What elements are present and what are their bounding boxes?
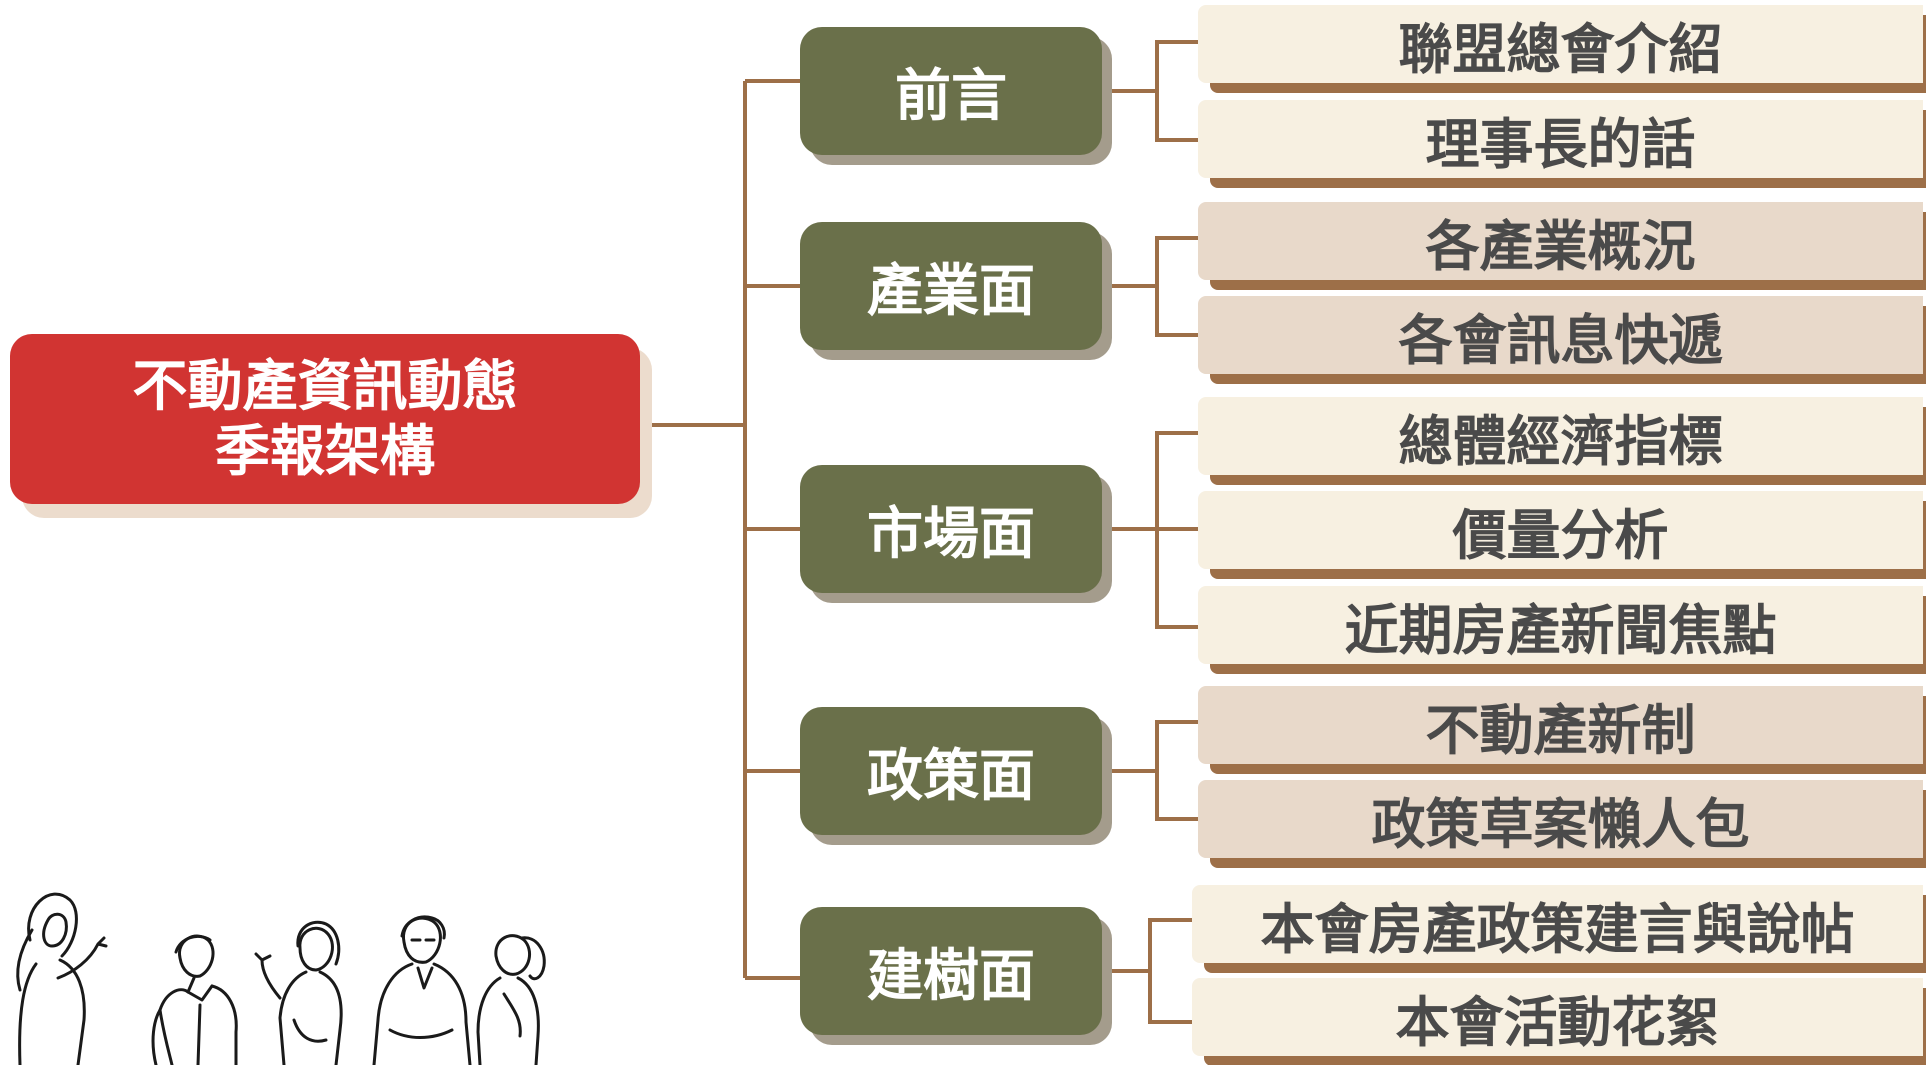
leaf-item: 理事長的話 [1198,100,1923,178]
leaf-label: 理事長的話 [1425,112,1696,176]
leaf-item: 各會訊息快遞 [1198,296,1923,374]
category-label: 政策面 [867,743,1035,809]
category-label: 建樹面 [867,943,1035,1009]
category-industry: 產業面 [800,222,1102,350]
leaf-label: 本會房產政策建言與說帖 [1260,897,1855,961]
category-preface: 前言 [800,27,1102,155]
category-contribution: 建樹面 [800,907,1102,1035]
leaf-item: 總體經濟指標 [1198,397,1923,475]
leaf-label: 本會活動花絮 [1395,990,1720,1054]
leaf-label: 各產業概況 [1425,214,1696,278]
root-title-line2: 季報架構 [214,419,435,483]
leaf-label: 各會訊息快遞 [1398,308,1723,372]
leaf-label: 近期房產新聞焦點 [1344,598,1777,662]
leaf-label: 政策草案懶人包 [1371,792,1750,856]
root-node: 不動產資訊動態 季報架構 [10,334,640,504]
leaf-item: 各產業概況 [1198,202,1923,280]
category-label: 前言 [895,63,1007,129]
category-policy: 政策面 [800,707,1102,835]
root-title-line1: 不動產資訊動態 [132,354,518,419]
leaf-item: 不動產新制 [1198,686,1923,764]
leaf-item: 聯盟總會介紹 [1198,5,1923,83]
category-label: 產業面 [867,258,1035,324]
category-label: 市場面 [867,501,1035,567]
leaf-item: 價量分析 [1198,491,1923,569]
leaf-item: 本會房產政策建言與說帖 [1192,885,1923,963]
leaf-label: 聯盟總會介紹 [1398,17,1723,81]
leaf-item: 本會活動花絮 [1192,978,1923,1056]
leaf-item: 近期房產新聞焦點 [1198,586,1923,664]
people-discussion-icon [16,892,546,1065]
leaf-label: 不動產新制 [1425,698,1696,762]
leaf-label: 總體經濟指標 [1398,409,1723,473]
leaf-item: 政策草案懶人包 [1198,780,1923,858]
leaf-label: 價量分析 [1452,503,1669,567]
category-market: 市場面 [800,465,1102,593]
